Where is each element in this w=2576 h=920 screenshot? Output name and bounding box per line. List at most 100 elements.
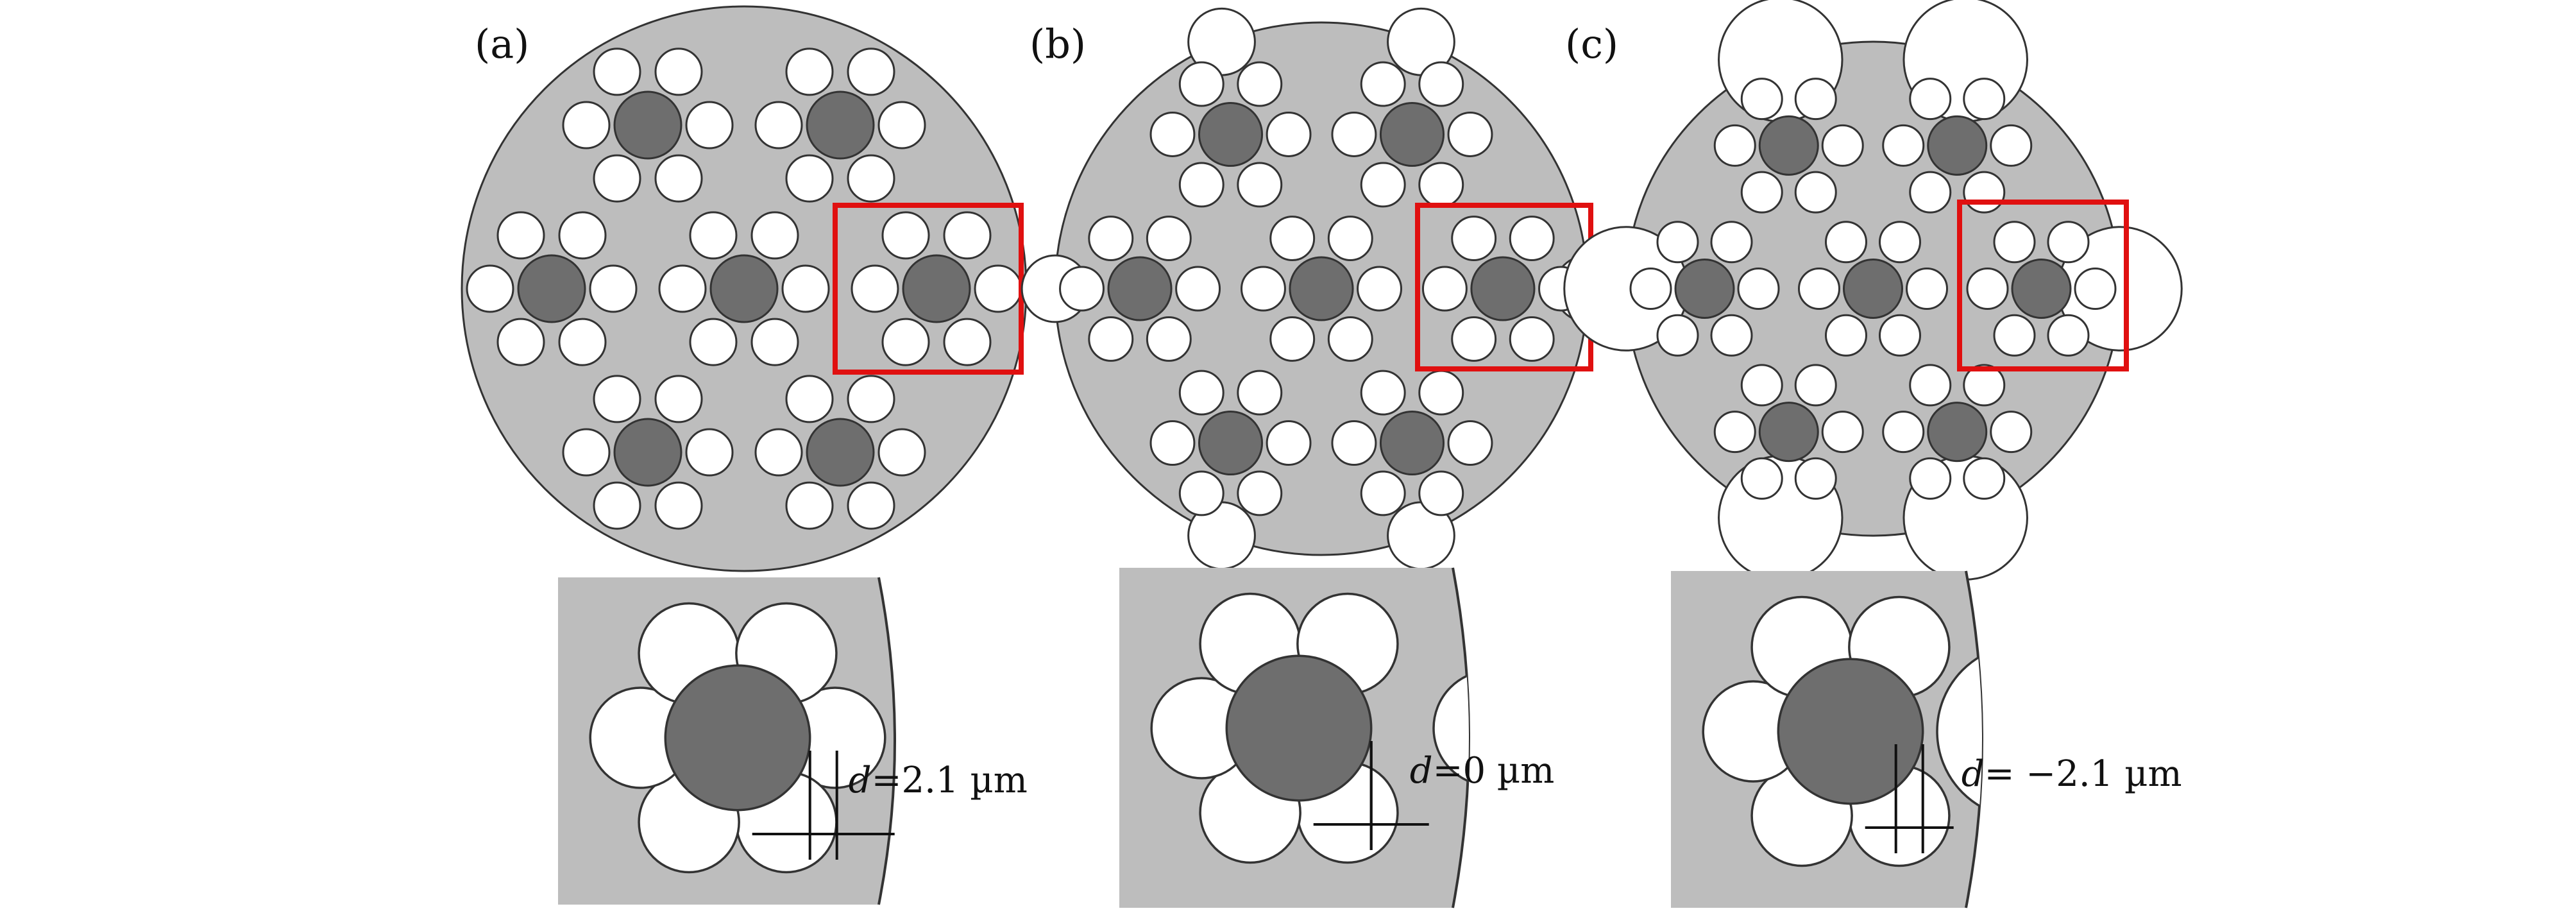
air-hole: [654, 154, 703, 203]
gap-variable: d: [1410, 750, 1433, 792]
zoom-cladding-edge: [877, 577, 896, 905]
zoom-cluster: [1702, 595, 1982, 867]
air-hole: [785, 47, 834, 96]
fiber-core: [2011, 259, 2072, 319]
air-hole: [1146, 216, 1192, 262]
air-hole: [1909, 171, 1952, 214]
air-hole: [1237, 470, 1283, 516]
panel-label: (b): [1030, 21, 1086, 67]
core-cluster: [1966, 221, 2117, 357]
air-hole: [1447, 112, 1493, 157]
air-hole: [1882, 411, 1925, 454]
air-hole: [1879, 221, 1921, 264]
gap-variable: d: [849, 760, 872, 801]
air-hole: [1794, 457, 1837, 500]
air-hole: [1798, 268, 1840, 310]
air-hole: [1794, 78, 1837, 121]
gap-variable: d: [1962, 753, 1985, 795]
air-hole: [847, 375, 895, 423]
core-cluster: [754, 375, 926, 530]
side-hole: [1936, 643, 1982, 819]
air-hole: [593, 47, 641, 96]
core-cluster: [1421, 216, 1584, 362]
air-hole: [1360, 370, 1406, 416]
air-hole: [1909, 457, 1952, 500]
core-cluster: [1713, 364, 1864, 500]
air-hole: [1882, 124, 1925, 167]
air-hole: [1237, 61, 1283, 107]
air-hole: [847, 481, 895, 530]
core-cluster: [562, 47, 734, 203]
air-hole: [496, 318, 545, 366]
panel-label: (a): [475, 21, 529, 67]
air-hole: [593, 154, 641, 203]
air-hole: [943, 211, 992, 260]
air-hole: [1447, 420, 1493, 466]
core-cluster: [1629, 221, 1780, 357]
air-hole: [1331, 420, 1377, 466]
fiber-core: [664, 664, 811, 812]
air-hole: [754, 101, 803, 149]
air-hole: [2074, 268, 2117, 310]
air-hole: [1821, 411, 1864, 454]
gap-label: d=0 µm: [1410, 750, 1555, 792]
air-hole: [1178, 162, 1224, 208]
core-cluster: [1059, 216, 1221, 362]
air-hole: [1993, 314, 2036, 357]
air-hole: [1909, 78, 1952, 121]
air-hole: [1740, 457, 1783, 500]
core-cluster: [1798, 221, 1948, 357]
air-hole: [943, 318, 992, 366]
panels: (a)d=2.1 µm(b)d=0 µm(c)d= −2.1 µm: [461, 0, 2183, 908]
core-cluster: [1149, 370, 1312, 516]
air-hole: [1266, 112, 1312, 157]
air-hole: [1451, 216, 1497, 262]
air-hole: [1418, 162, 1464, 208]
air-hole: [1059, 266, 1105, 312]
air-hole: [1656, 221, 1699, 264]
air-hole: [785, 481, 834, 530]
air-hole: [1993, 221, 2036, 264]
gap-label: d= −2.1 µm: [1962, 753, 2182, 795]
air-hole: [877, 428, 926, 477]
air-hole: [881, 318, 930, 366]
air-hole: [1963, 364, 2006, 407]
air-hole: [847, 154, 895, 203]
air-hole: [1327, 216, 1373, 262]
air-hole: [558, 211, 607, 260]
gap-value: =2.1 µm: [872, 760, 1028, 801]
panel-b: (b) d=0 µm: [1021, 7, 1622, 908]
fiber-core: [1758, 115, 1819, 176]
air-hole: [781, 264, 830, 313]
core-cluster: [754, 47, 926, 203]
fiber-core: [1289, 256, 1354, 321]
air-hole: [1451, 316, 1497, 362]
air-hole: [750, 318, 799, 366]
fiber-core: [1225, 654, 1373, 802]
fiber-core: [613, 90, 682, 160]
fiber-core: [1379, 410, 1445, 476]
air-hole: [562, 428, 611, 477]
core-cluster: [1331, 370, 1493, 516]
air-hole: [2047, 221, 2090, 264]
air-hole: [1418, 470, 1464, 516]
air-hole: [1149, 420, 1196, 466]
air-hole: [1966, 268, 2009, 310]
air-hole: [466, 264, 514, 313]
air-hole: [974, 264, 1022, 313]
core-cluster: [562, 375, 734, 530]
air-hole: [847, 47, 895, 96]
fiber-core: [1777, 658, 1924, 805]
air-hole: [1656, 314, 1699, 357]
air-hole: [1237, 370, 1283, 416]
air-hole: [1360, 61, 1406, 107]
air-hole: [1710, 314, 1753, 357]
core-cluster: [1241, 216, 1402, 362]
air-hole: [1879, 314, 1921, 357]
side-hole: [1432, 669, 1469, 787]
zoom-inset: d= −2.1 µm: [1671, 570, 2182, 908]
core-cluster: [658, 211, 830, 366]
air-hole: [654, 47, 703, 96]
air-hole: [1794, 171, 1837, 214]
air-hole: [1713, 124, 1756, 167]
